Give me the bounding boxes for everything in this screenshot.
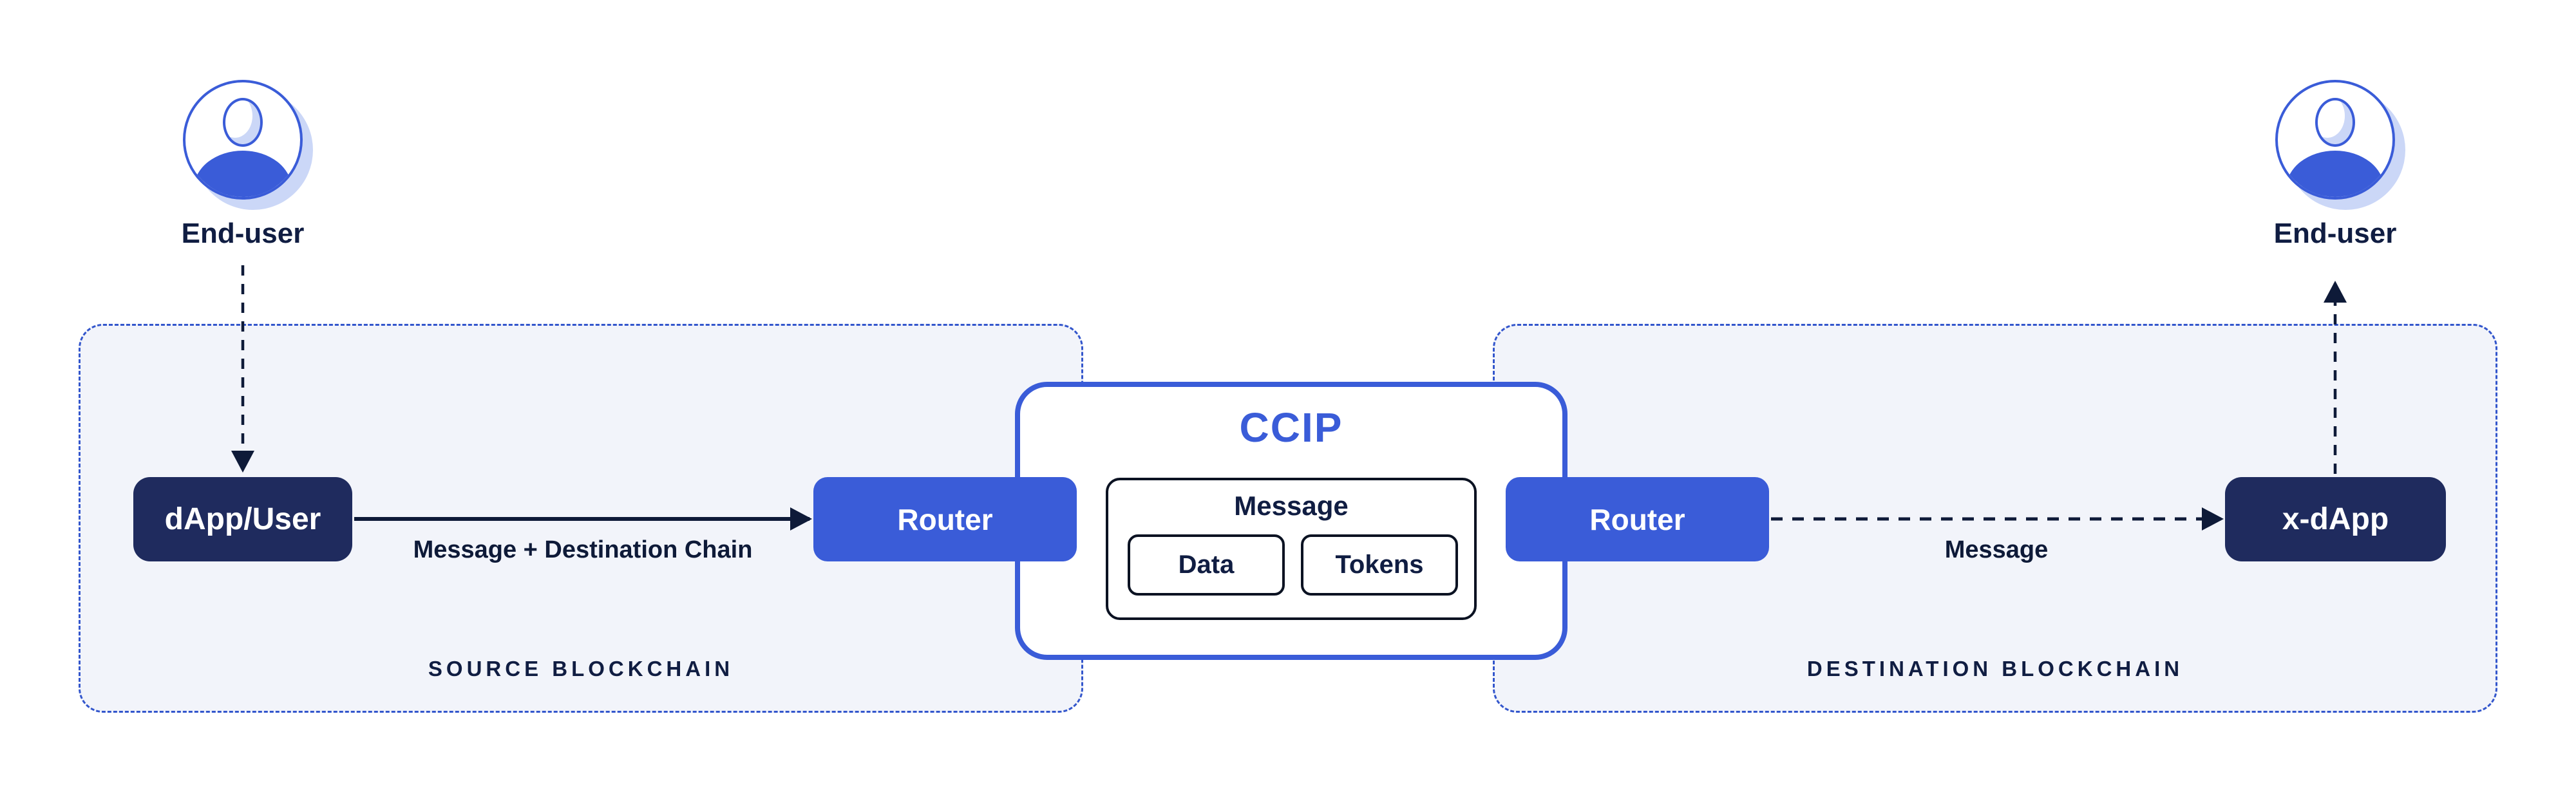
avatar-torso (194, 151, 292, 197)
dapp-user-box: dApp/User (133, 477, 352, 561)
avatar-head (2315, 98, 2355, 147)
end-user-label-right: End-user (2273, 218, 2397, 249)
end-user-avatar-icon-left (183, 80, 303, 200)
avatar-torso (2286, 151, 2384, 197)
ccip-box: CCIP Message Data Tokens (1015, 382, 1567, 660)
ccip-title: CCIP (1239, 404, 1343, 451)
message-destination-chain-label: Message + Destination Chain (413, 536, 753, 563)
tokens-box: Tokens (1301, 534, 1458, 596)
message-box-label: Message (1234, 491, 1349, 521)
x-dapp-box: x-dApp (2225, 477, 2446, 561)
source-blockchain-label: SOURCE BLOCKCHAIN (428, 657, 734, 681)
router-destination-box: Router (1506, 477, 1769, 561)
end-user-label-left: End-user (181, 218, 305, 249)
data-box: Data (1128, 534, 1285, 596)
destination-blockchain-label: DESTINATION BLOCKCHAIN (1806, 657, 2184, 681)
message-box: Message Data Tokens (1106, 478, 1477, 620)
router-source-box: Router (813, 477, 1077, 561)
message-arrow-label: Message (1944, 536, 2049, 563)
avatar-head (223, 98, 263, 147)
end-user-avatar-icon-right (2275, 80, 2395, 200)
